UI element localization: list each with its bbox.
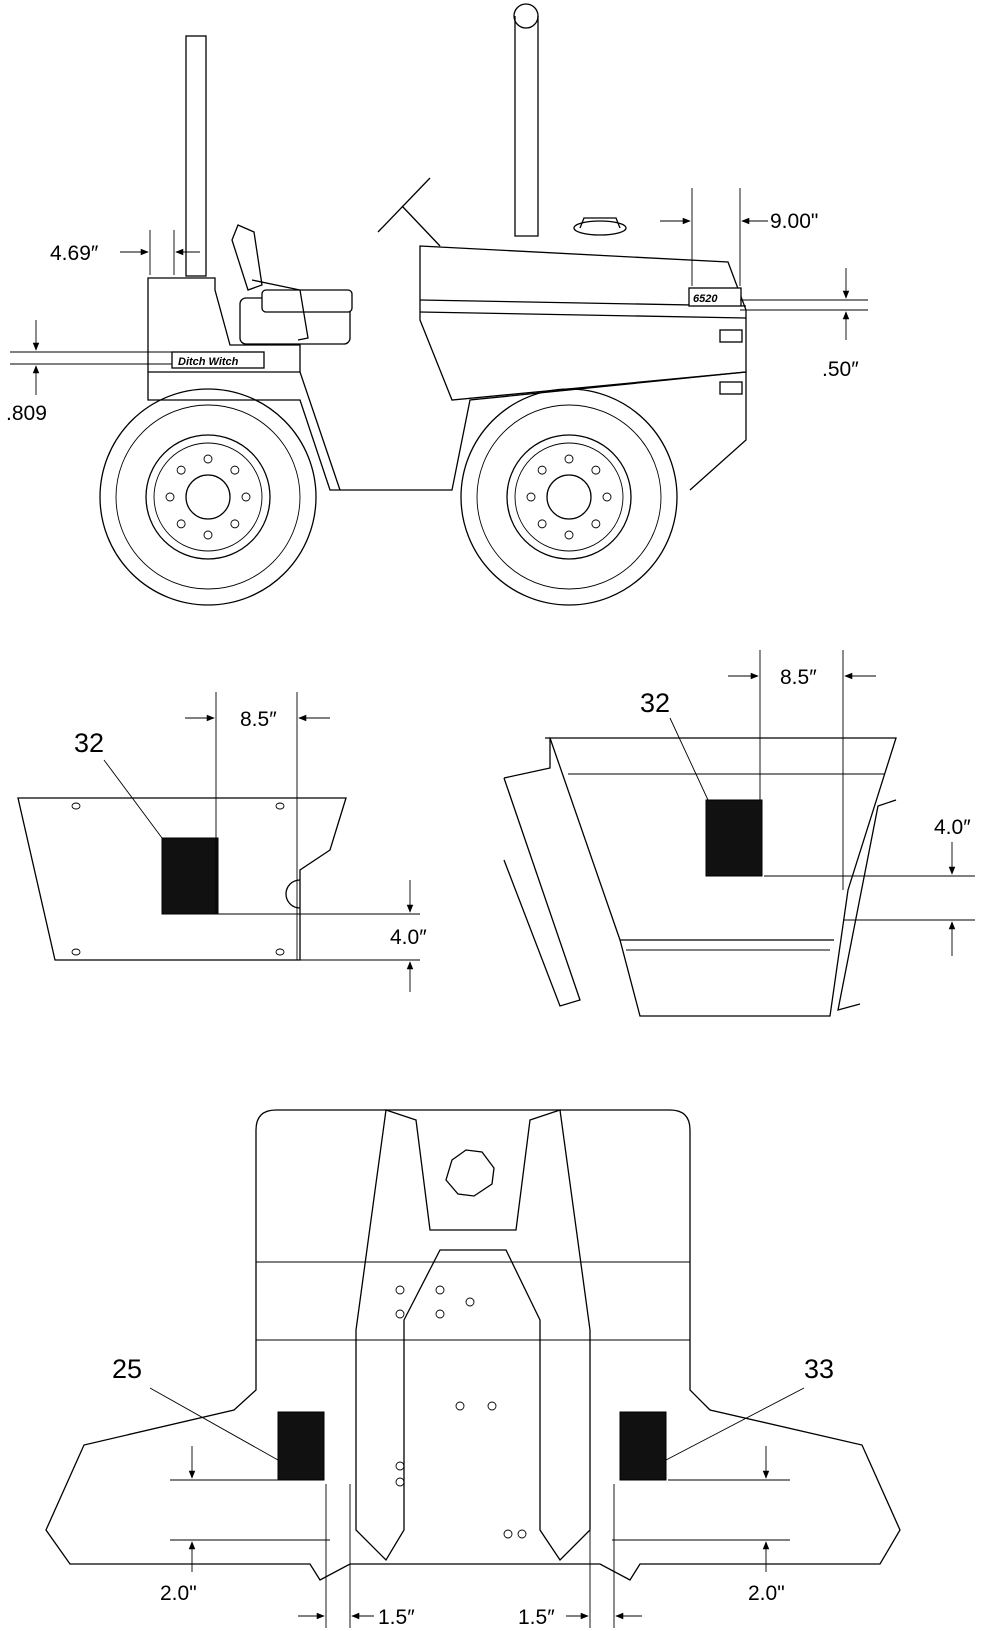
mounting-hole [487, 1401, 497, 1411]
mounting-hole [503, 1529, 513, 1539]
right-exhaust-stack [514, 16, 539, 237]
lug-nut [526, 492, 536, 502]
bottom-plate-top-view: 2.0" 2.0" 1.5″ 1.5″ 25 33 [45, 1109, 901, 1629]
lug-nut [203, 530, 213, 540]
left-side-panel: 8.5″ 4.0″ 32 [17, 692, 427, 992]
rear-wheel [99, 388, 317, 606]
dim-right-height: .50″ [822, 358, 859, 381]
decal-32-left [161, 837, 219, 915]
lug-nut [602, 492, 612, 502]
front-wheel [460, 388, 678, 606]
tractor-side-view: 6520 Ditch Witch [6, 3, 868, 606]
model-badge: 6520 [693, 293, 718, 305]
bottom-left-height-dim: 2.0" [160, 1582, 197, 1605]
lug-nut [537, 465, 547, 475]
left-panel-width-dim: 8.5″ [240, 708, 277, 731]
mounting-hole [465, 1297, 475, 1307]
lug-nut [176, 519, 186, 529]
lug-nut [203, 454, 213, 464]
lug-nut [230, 465, 240, 475]
dim-left-offset: 4.69″ [50, 242, 99, 265]
lug-nut [537, 519, 547, 529]
lug-nut [591, 465, 601, 475]
bottom-right-height-dim: 2.0" [748, 1582, 785, 1605]
seat [231, 224, 263, 291]
right-panel-callout: 32 [640, 688, 670, 718]
mounting-hole [395, 1285, 405, 1295]
bottom-left-offset-dim: 1.5″ [378, 1606, 415, 1629]
lug-nut [241, 492, 251, 502]
bottom-left-callout: 25 [112, 1354, 142, 1384]
mounting-hole [395, 1461, 405, 1471]
mounting-hole [435, 1285, 445, 1295]
lug-nut [564, 454, 574, 464]
mounting-hole [395, 1477, 405, 1487]
lug-nut [564, 530, 574, 540]
left-panel-height-dim: 4.0″ [390, 926, 427, 949]
right-panel-height-dim: 4.0″ [934, 816, 971, 839]
left-exhaust-stack [185, 35, 207, 277]
mounting-hole [435, 1309, 445, 1319]
decal-33 [619, 1411, 667, 1481]
dim-left-height: .809 [6, 402, 47, 425]
bottom-right-callout: 33 [804, 1354, 834, 1384]
lug-nut [230, 519, 240, 529]
center-frame [355, 1109, 591, 1562]
brand-badge: Ditch Witch [178, 356, 239, 368]
steering-wheel [377, 177, 431, 233]
right-hopper-panel: 8.5″ 4.0″ 32 [503, 650, 975, 1017]
dim-right-offset: 9.00" [770, 210, 818, 233]
model-badge-box [688, 287, 742, 307]
decal-32-right [705, 799, 763, 877]
bottom-right-offset-dim: 1.5″ [518, 1606, 555, 1629]
mounting-hole [517, 1529, 527, 1539]
decal-25 [277, 1411, 325, 1481]
right-panel-width-dim: 8.5″ [780, 666, 817, 689]
mounting-hole [395, 1309, 405, 1319]
lug-nut [591, 519, 601, 529]
left-panel-callout: 32 [74, 728, 104, 758]
rear-fender [147, 277, 301, 373]
lug-nut [176, 465, 186, 475]
lug-nut [165, 492, 175, 502]
mounting-hole [455, 1401, 465, 1411]
